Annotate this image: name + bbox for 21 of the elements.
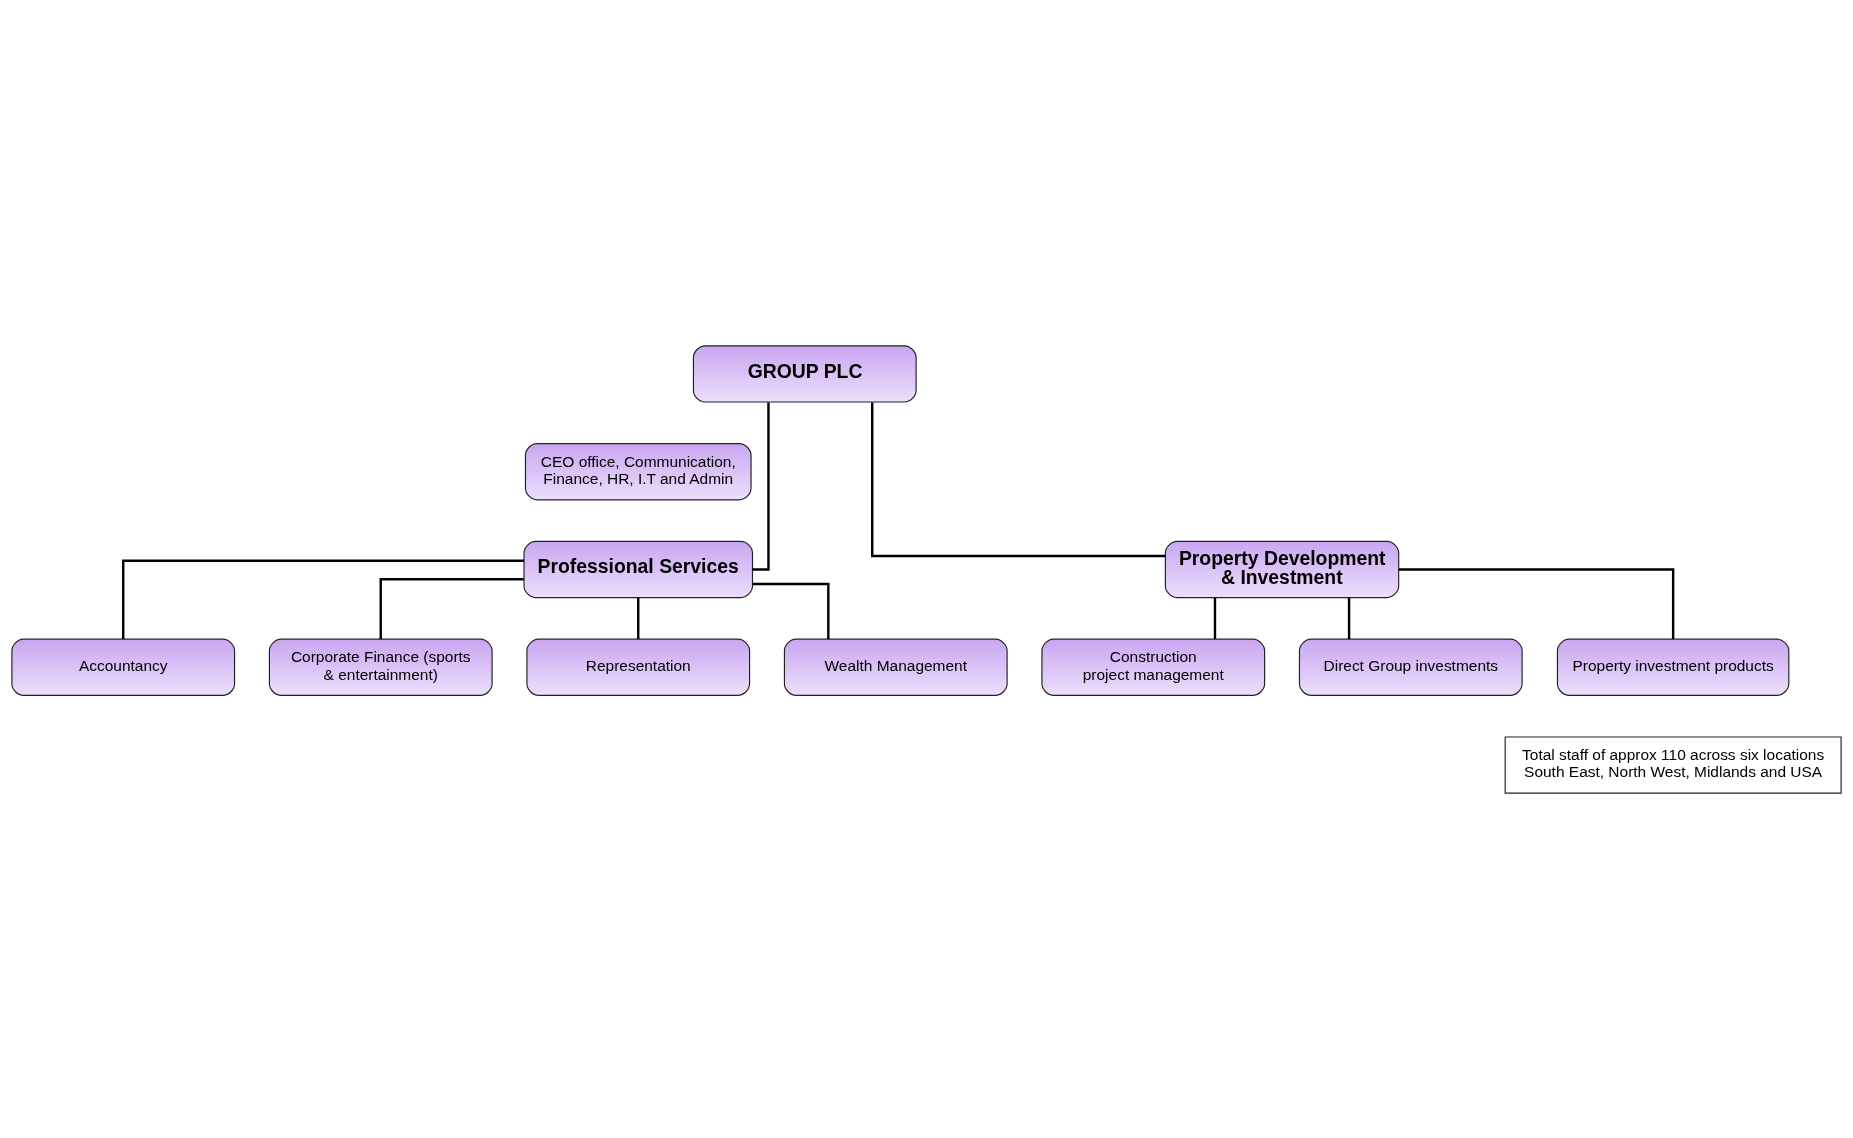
node-box: Professional Services [523,540,754,598]
connector [637,597,640,639]
connector [1347,597,1351,639]
node-box: Direct Group investments [1298,638,1523,696]
node-box: Property investment products [1556,638,1790,696]
connector [871,401,1166,557]
node-box: Accountancy [11,638,236,696]
node-box: Property Development & Investment [1164,540,1400,598]
node-box: GROUP PLC [692,344,917,403]
node-box: Representation [526,638,751,696]
node-box: Corporate Finance (sports & entertainment) [268,638,493,696]
connector [1398,567,1675,639]
connector [122,559,524,639]
node-box: CEO office, Communication, Finance, HR, I.T and Admin [524,442,752,500]
connector [752,582,830,639]
connector [752,401,770,571]
node-box: Total staff of approx 110 across six locations South East, North West, Midlands and USA [1504,735,1842,794]
connector [1213,597,1217,639]
node-box: Wealth Management [783,638,1008,696]
connector [379,577,524,639]
node-box: Construction project management [1041,638,1266,696]
